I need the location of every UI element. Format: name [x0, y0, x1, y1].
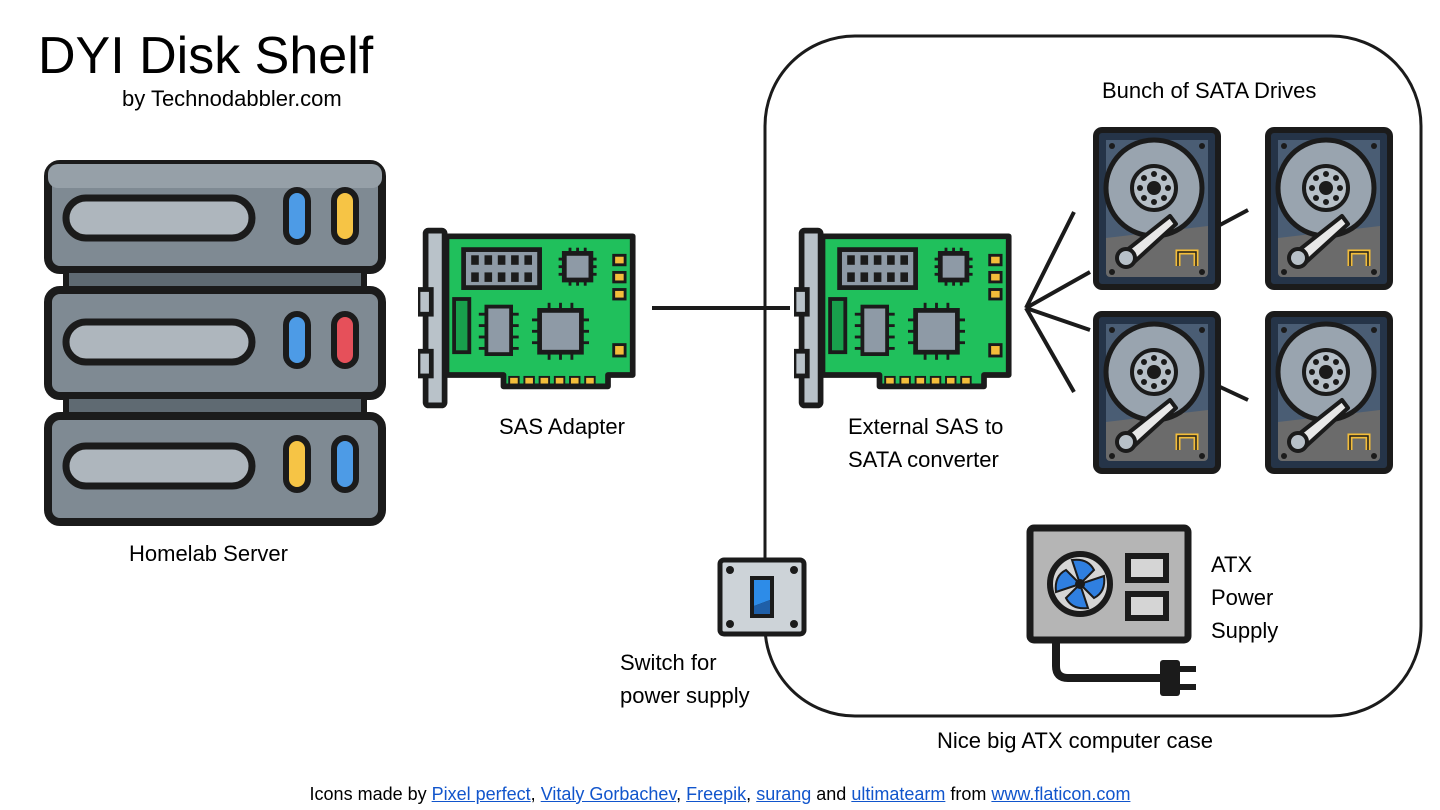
case-label: Nice big ATX computer case: [937, 728, 1213, 753]
icon-credits: Icons made by Pixel perfect, Vitaly Gorb…: [0, 784, 1440, 805]
server-label: Homelab Server: [129, 541, 288, 566]
hard-drive-icon: [1268, 314, 1390, 471]
credit-link-surang[interactable]: surang: [756, 784, 812, 804]
converter-label-line2: SATA converter: [848, 447, 999, 472]
drives-label: Bunch of SATA Drives: [1102, 78, 1317, 103]
computer-case-outline: [763, 34, 1423, 718]
credit-link-vitaly-gorbachev[interactable]: Vitaly Gorbachev: [540, 784, 677, 804]
credit-link-pixel-perfect[interactable]: Pixel perfect: [431, 784, 531, 804]
plug-icon: [1052, 640, 1196, 696]
credit-link-freepik[interactable]: Freepik: [686, 784, 747, 804]
psu-label-line3: Supply: [1211, 618, 1279, 643]
server-icon: [44, 160, 386, 526]
credits-from: from: [950, 784, 987, 804]
power-supply-icon: [1026, 524, 1192, 644]
sata-cables: [1024, 208, 1249, 402]
switch-label-line1: Switch for: [620, 650, 717, 675]
hard-drive-icon: [1096, 130, 1218, 287]
power-switch-icon: [717, 557, 807, 637]
sas-adapter-card-icon: [418, 231, 633, 406]
credits-and: and: [816, 784, 847, 804]
hard-drive-icon: [1268, 130, 1390, 287]
diagram-title: DYI Disk Shelf: [38, 27, 374, 85]
hard-drive-icon: [1096, 314, 1218, 471]
credit-link-ultimatearm[interactable]: ultimatearm: [851, 784, 946, 804]
credits-prefix: Icons made by: [309, 784, 427, 804]
converter-label-line1: External SAS to: [848, 414, 1004, 439]
psu-label-line2: Power: [1211, 585, 1274, 610]
credits-separator: ,: [530, 784, 536, 804]
diagram-subtitle: by Technodabbler.com: [122, 86, 342, 111]
psu-label-line1: ATX: [1211, 552, 1253, 577]
credits-separator: ,: [746, 784, 752, 804]
credits-separator: ,: [676, 784, 682, 804]
switch-label-line2: power supply: [620, 683, 750, 708]
converter-card-icon: [794, 231, 1009, 406]
credit-link-flaticon[interactable]: www.flaticon.com: [991, 784, 1131, 804]
sas-adapter-label: SAS Adapter: [499, 414, 625, 439]
